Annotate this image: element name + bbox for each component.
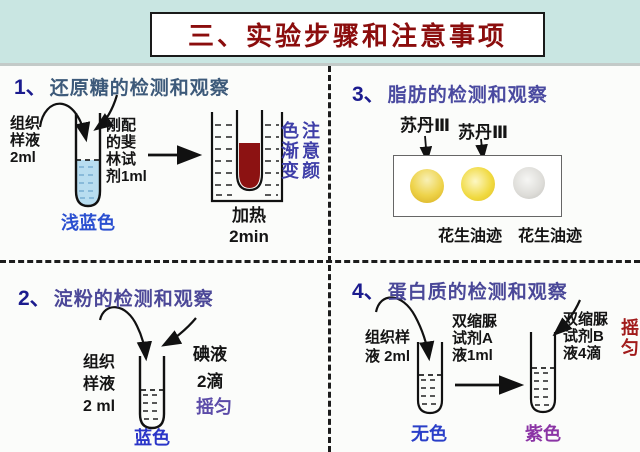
section-1-title: 还原糖的检测和观察: [49, 78, 230, 99]
tissue-sample-label: 组织 样液 2 ml: [83, 352, 115, 418]
label-line: 组织样: [365, 329, 411, 346]
oil-spot-unstained: [513, 167, 545, 199]
test-tube-1: [416, 342, 444, 415]
test-tube-clear: [138, 356, 166, 430]
section-reducing-sugar: 1、 还原糖的检测和观察 组织 样液 2ml 刚配 的斐 林试 剂1ml 注意颜…: [0, 63, 330, 260]
glassware-arrows-canvas-4: [374, 296, 582, 415]
tissue-sample-label: 组织样 液 2ml: [365, 328, 410, 366]
test-tube-light-blue: [74, 113, 102, 208]
biuret-b-label: 双缩脲 试剂B 液4滴: [563, 311, 608, 362]
pour-arc-arrow-right: [93, 94, 119, 131]
oil-spot-stained-1: [410, 169, 444, 203]
label-line: 组织: [10, 115, 41, 132]
test-tube-2: [529, 332, 557, 414]
section-3-heading: 3、 脂肪的检测和观察: [352, 78, 548, 108]
pour-arc-arrow-left: [374, 296, 435, 362]
section-2-title: 淀粉的检测和观察: [53, 289, 214, 310]
label-line: 的斐: [106, 134, 137, 151]
water-bath-beaker: [210, 110, 284, 203]
section-4-heading: 4、 蛋白质的检测和观察: [352, 275, 568, 305]
label-line: 2ml: [10, 149, 36, 166]
sudan-iii-label-1: 苏丹Ⅲ: [400, 116, 451, 135]
section-2-number: 2、: [18, 287, 51, 310]
shake-well-label: 摇匀: [619, 318, 639, 358]
label-line: 试剂B: [563, 328, 604, 345]
label-line: 试剂A: [452, 330, 493, 347]
pour-arc-arrow-left: [38, 102, 91, 143]
fehling-reagent-label: 刚配 的斐 林试 剂1ml: [106, 117, 147, 185]
iodine-label: 碘液: [193, 345, 227, 364]
section-fat: 3、 脂肪的检测和观察 苏丹Ⅲ 苏丹Ⅲ 花生油迹 花生油迹: [330, 63, 640, 260]
label-line: 2 ml: [83, 398, 116, 415]
slide-title-box: 三、实验步骤和注意事项: [150, 12, 545, 57]
sudan-arrow-2: [475, 138, 488, 161]
label-line: 样液: [10, 132, 41, 149]
purple-caption: 紫色: [525, 424, 561, 444]
color-gradient-note: 注意颜色渐变: [279, 121, 320, 181]
section-3-title: 脂肪的检测和观察: [387, 85, 548, 106]
peanut-oil-caption-2: 花生油迹: [518, 228, 583, 245]
heat-caption: 加热 2min: [221, 205, 277, 247]
section-1-number: 1、: [14, 76, 47, 99]
vertical-dashed-divider: [328, 66, 331, 452]
label-line: 双缩脲: [452, 313, 498, 330]
section-starch: 2、 淀粉的检测和观察 组织 样液 2 ml 碘液 2滴 摇匀 蓝色: [0, 262, 330, 452]
test-tube-brick-red: [239, 143, 260, 188]
blue-caption: 蓝色: [134, 428, 170, 448]
oil-spot-stained-2: [461, 167, 495, 201]
tissue-sample-label: 组织 样液 2ml: [10, 115, 40, 166]
label-line: 刚配: [106, 117, 137, 134]
section-2-heading: 2、 淀粉的检测和观察: [18, 282, 214, 312]
label-line: 双缩脲: [563, 311, 609, 328]
pour-arc-arrow-right: [161, 317, 197, 347]
iodine-amount-label: 2滴: [197, 372, 224, 391]
colorless-caption: 无色: [411, 424, 447, 444]
glassware-arrows-canvas-2: [98, 306, 197, 430]
biuret-a-label: 双缩脲 试剂A 液1ml: [452, 313, 497, 364]
glassware-arrows-canvas-1: [38, 94, 284, 208]
label-line: 组织: [83, 354, 116, 371]
pour-arc-arrow-right: [552, 299, 582, 337]
heat-caption-line: 加热: [232, 206, 266, 225]
label-line: 剂1ml: [106, 168, 147, 185]
label-line: 液 2ml: [365, 348, 411, 365]
shake-well-label: 摇匀: [196, 397, 232, 417]
label-line: 林试: [106, 151, 137, 168]
section-protein: 4、 蛋白质的检测和观察 组织样 液 2ml 双缩脲 试剂A 液1ml 双缩脲 …: [330, 262, 640, 452]
slide-title: 三、实验步骤和注意事项: [187, 21, 507, 51]
label-line: 样液: [83, 376, 116, 393]
horizontal-dashed-divider: [0, 260, 640, 263]
section-3-number: 3、: [352, 83, 385, 106]
peanut-oil-caption-1: 花生油迹: [438, 228, 503, 245]
sudan-iii-label-2: 苏丹Ⅲ: [458, 123, 509, 142]
glass-slide: [393, 155, 562, 217]
section-4-number: 4、: [352, 280, 385, 303]
section-4-title: 蛋白质的检测和观察: [387, 282, 568, 303]
label-line: 液4滴: [563, 345, 602, 362]
oil-captions: 花生油迹 花生油迹: [438, 222, 582, 246]
pour-arc-arrow-left: [98, 306, 153, 362]
light-blue-caption: 浅蓝色: [61, 213, 115, 233]
heat-caption-line: 2min: [229, 227, 269, 246]
section-1-heading: 1、 还原糖的检测和观察: [14, 71, 230, 101]
label-line: 液1ml: [452, 347, 493, 364]
